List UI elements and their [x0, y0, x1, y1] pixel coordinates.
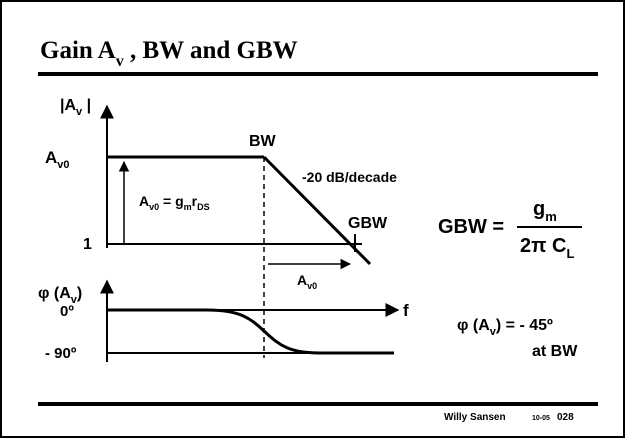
magnitude-y-axis-label: |Av | [60, 97, 91, 118]
phase-tick-zero: 0º [60, 303, 74, 320]
gbw-label: GBW [348, 215, 388, 232]
phase-note-line1: φ (Av) = - 45º [457, 317, 553, 338]
bw-label: BW [249, 133, 277, 150]
magnitude-tick-one: 1 [83, 236, 92, 253]
slide-title: Gain Av , BW and GBW [40, 37, 298, 70]
footer-page-number: 028 [557, 412, 574, 423]
gain-equation: Av0 = gmrDS [139, 193, 210, 212]
phase-y-axis-label: φ (Av) [38, 285, 82, 306]
gain-rolloff-line [262, 155, 372, 266]
phase-curve [107, 308, 394, 355]
gbw-formula-denominator: 2π CL [520, 235, 574, 261]
phase-x-axis-label: f [403, 301, 409, 320]
phase-note-line2: at BW [532, 343, 578, 360]
bandwidth-span-label: Av0 [297, 272, 317, 291]
footer-author: Willy Sansen [444, 412, 506, 423]
gbw-formula-numerator: gm [533, 198, 557, 224]
magnitude-tick-av0: Av0 [45, 148, 70, 171]
gbw-formula-lhs: GBW = [438, 216, 504, 238]
slope-label: -20 dB/decade [302, 169, 397, 185]
footer-date: 10-05 [532, 415, 550, 422]
phase-tick-minus90: - 90º [45, 345, 77, 362]
